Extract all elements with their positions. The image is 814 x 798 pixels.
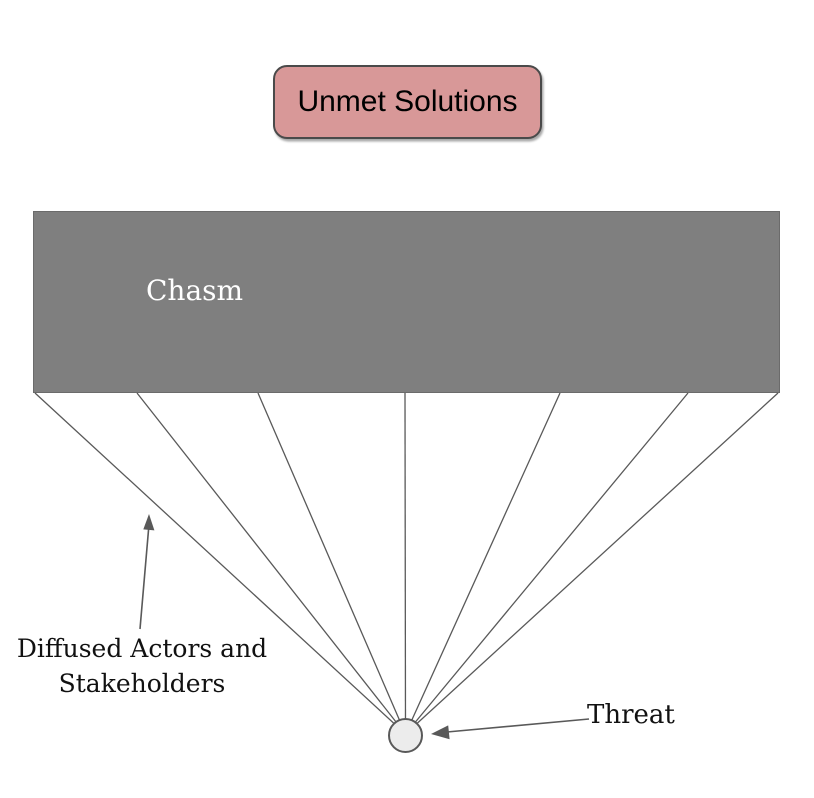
fan-line — [136, 392, 407, 735]
diffused-actors-label-line2: Stakeholders — [58, 669, 226, 698]
chasm-label: Chasm — [146, 274, 244, 307]
fan-line — [404, 392, 689, 735]
fan-line — [257, 392, 407, 735]
fan-line — [34, 392, 406, 735]
fan-line — [404, 392, 561, 735]
fan-line — [404, 392, 407, 735]
unmet-solutions-label: Unmet Solutions — [297, 85, 518, 118]
fan-line — [405, 392, 779, 735]
diffused-actors-arrow — [139, 514, 155, 630]
unmet-solutions-box: Unmet Solutions — [273, 65, 542, 139]
diffused-actors-label: Diffused Actors and Stakeholders — [2, 631, 282, 701]
threat-arrow — [431, 718, 590, 740]
threat-circle — [388, 718, 423, 753]
diffused-actors-label-line1: Diffused Actors and — [16, 634, 268, 663]
chasm-box: Chasm — [33, 211, 780, 393]
threat-label: Threat — [587, 700, 675, 730]
